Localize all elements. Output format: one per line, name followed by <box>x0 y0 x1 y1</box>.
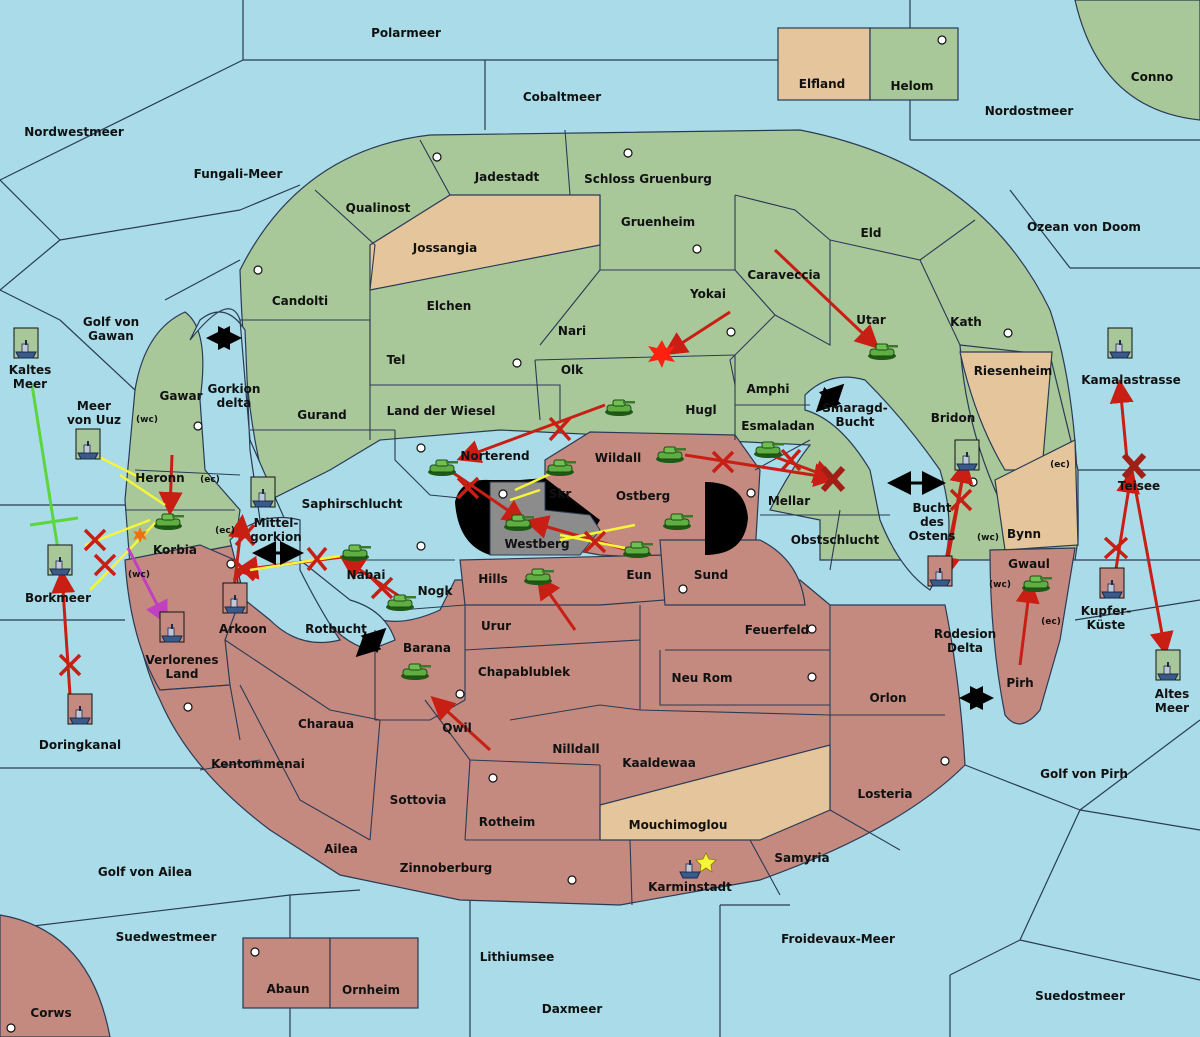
coast-gwaul-wc: (wc) <box>989 580 1011 590</box>
coast-gawar-wc: (wc) <box>136 415 158 425</box>
channel-links <box>206 326 994 710</box>
coast-bynn-wc: (wc) <box>977 533 999 543</box>
region-bynn[interactable] <box>994 439 1079 551</box>
region-gawar-heronn[interactable] <box>124 311 241 566</box>
dislodge-teisee <box>1121 452 1147 480</box>
supply-centers <box>6 35 1013 1033</box>
coast-korbia-ec: (ec) <box>215 526 235 536</box>
region-elfland[interactable] <box>777 27 871 101</box>
coast-heronn-ec: (ec) <box>200 475 220 485</box>
region-ornheim[interactable] <box>329 937 419 1009</box>
black-cap-east <box>705 482 748 555</box>
explosion-korbia <box>133 527 147 543</box>
region-conno[interactable] <box>1074 0 1200 121</box>
region-gwaul-pirh[interactable] <box>989 547 1076 725</box>
region-hills-block <box>459 554 666 606</box>
support-green <box>30 384 64 576</box>
region-sund[interactable] <box>659 539 806 606</box>
star-karminstadt <box>695 852 717 873</box>
smaragd-water <box>804 376 950 591</box>
failed-orders <box>58 416 1129 677</box>
coast-bynn-ec: (ec) <box>1050 460 1070 470</box>
support-magenta <box>126 547 168 626</box>
explosion-olk <box>648 340 675 368</box>
region-corws[interactable] <box>0 914 111 1037</box>
coast-korbia-wc: (wc) <box>128 570 150 580</box>
fleets <box>13 327 1181 879</box>
dislodge-mellar <box>820 465 846 493</box>
coast-gwaul-ec: (ec) <box>1041 617 1061 627</box>
region-riesenheim[interactable] <box>959 351 1053 471</box>
